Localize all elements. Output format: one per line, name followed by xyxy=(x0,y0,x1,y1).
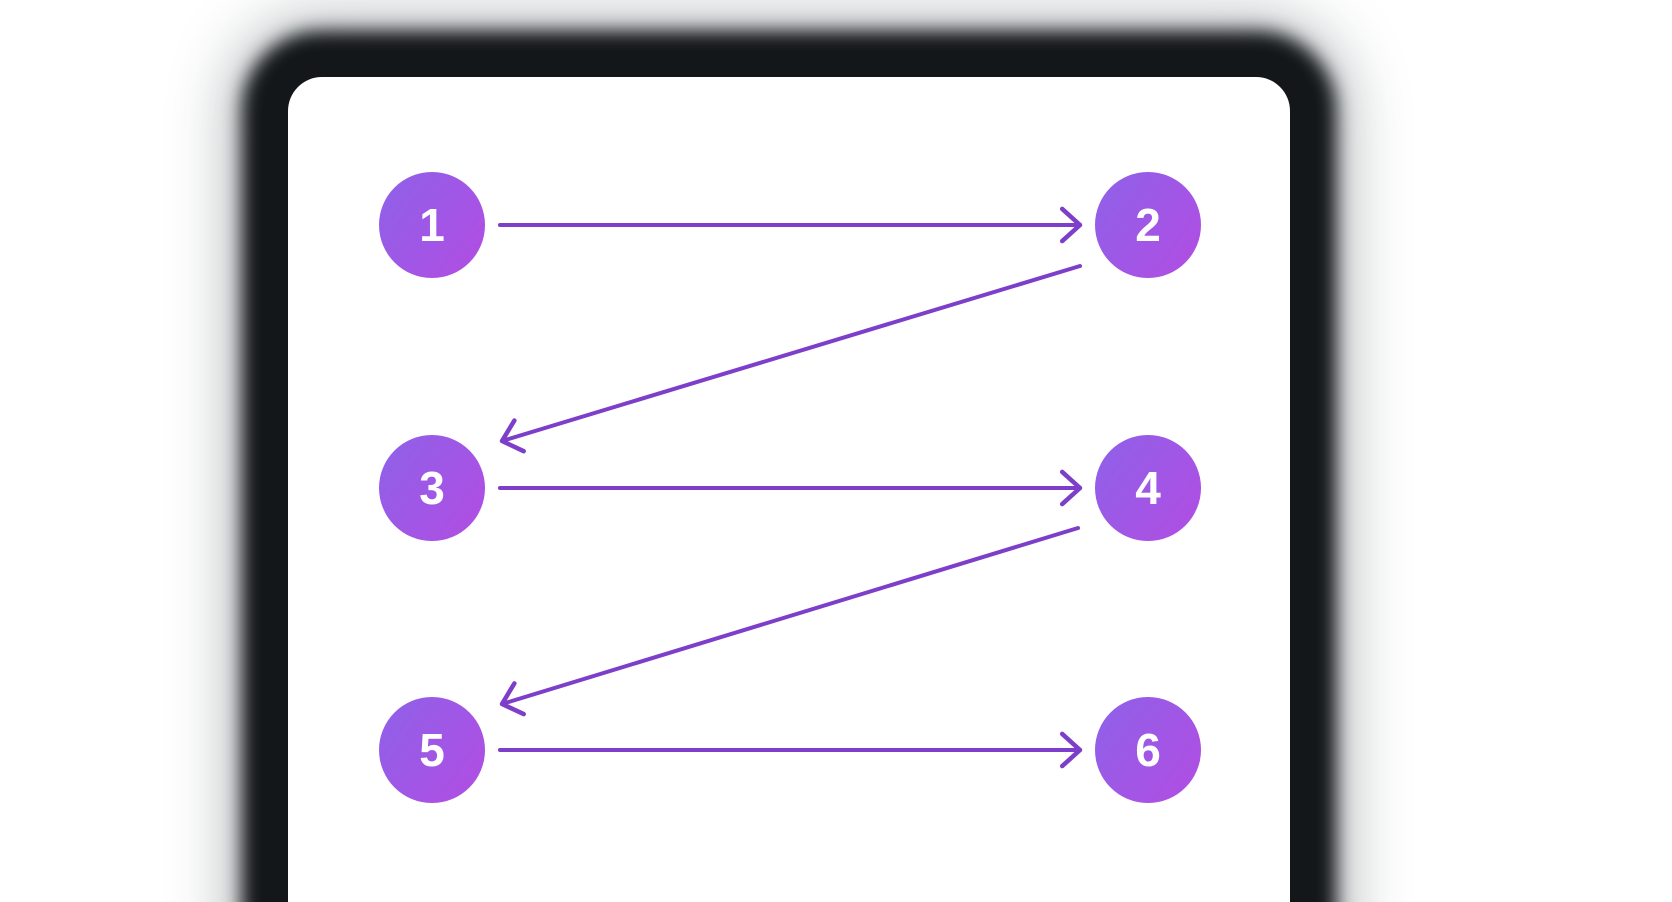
arrowhead-icon xyxy=(1059,469,1083,507)
node-5: 5 xyxy=(379,697,485,803)
node-label: 1 xyxy=(419,199,445,251)
edge-5-6 xyxy=(498,731,1083,769)
edge-4-5 xyxy=(499,526,1080,717)
node-1: 1 xyxy=(379,172,485,278)
node-6: 6 xyxy=(1095,697,1201,803)
node-circle xyxy=(1095,172,1201,278)
arrowhead-icon xyxy=(499,681,526,717)
edges-layer xyxy=(498,206,1083,769)
edge-2-3 xyxy=(499,264,1082,454)
node-label: 2 xyxy=(1135,199,1161,251)
node-3: 3 xyxy=(379,435,485,541)
node-label: 4 xyxy=(1135,462,1161,514)
edge-line xyxy=(500,264,1082,443)
node-label: 3 xyxy=(419,462,445,514)
arrowhead-icon xyxy=(1059,731,1083,769)
node-2: 2 xyxy=(1095,172,1201,278)
arrowhead-icon xyxy=(1059,206,1083,244)
node-circle xyxy=(379,435,485,541)
node-circle xyxy=(379,172,485,278)
edge-line xyxy=(500,526,1080,706)
node-circle xyxy=(1095,697,1201,803)
node-circle xyxy=(1095,435,1201,541)
edge-3-4 xyxy=(498,469,1083,507)
node-label: 5 xyxy=(419,724,445,776)
node-circle xyxy=(379,697,485,803)
nodes-layer: 1 2 3 4 5 6 xyxy=(379,172,1201,803)
arrowhead-icon xyxy=(499,418,526,454)
node-label: 6 xyxy=(1135,724,1161,776)
edge-1-2 xyxy=(498,206,1083,244)
node-4: 4 xyxy=(1095,435,1201,541)
